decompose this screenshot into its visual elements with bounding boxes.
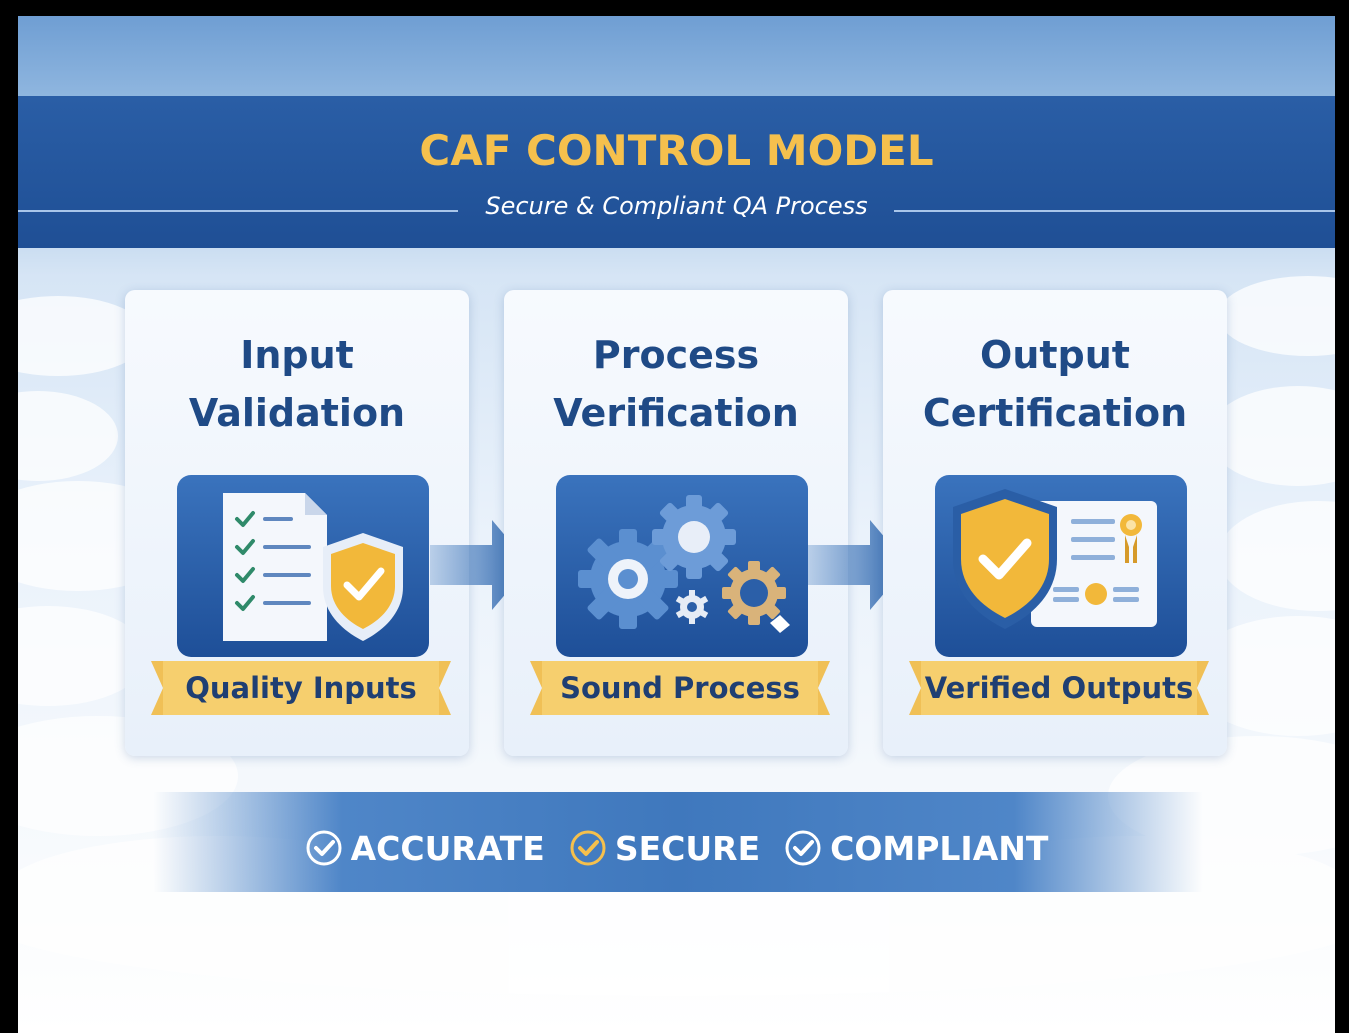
stage-title-line1: Process bbox=[592, 333, 760, 377]
stage-ribbon-label: Quality Inputs bbox=[185, 671, 417, 705]
stage-title: Process Verification bbox=[504, 326, 848, 442]
badge-label: COMPLIANT bbox=[830, 828, 1049, 868]
stage-ribbon-label: Sound Process bbox=[560, 671, 800, 705]
stage-title-line1: Input bbox=[240, 333, 354, 377]
stage-title: Output Certification bbox=[883, 326, 1227, 442]
badge-label: ACCURATE bbox=[350, 828, 545, 868]
stage-ribbon-label: Verified Outputs bbox=[924, 671, 1194, 705]
subtitle-divider-right bbox=[894, 210, 1335, 212]
shield-certificate-icon bbox=[935, 475, 1187, 657]
check-circle-icon bbox=[785, 830, 821, 866]
badge-compliant: COMPLIANT bbox=[784, 829, 1048, 868]
subtitle-divider-left bbox=[18, 210, 458, 212]
subtitle-row: Secure & Compliant QA Process bbox=[18, 192, 1335, 228]
stage-title-line2: Verification bbox=[553, 391, 799, 435]
stage-title-line1: Output bbox=[980, 333, 1130, 377]
badge-secure: SECURE bbox=[569, 829, 760, 868]
stage-card-output-certification: Output Certification bbox=[883, 290, 1227, 756]
stage-ribbon: Verified Outputs bbox=[909, 655, 1209, 721]
badge-row: ACCURATE SECURE COMPLIANT bbox=[18, 828, 1335, 868]
stage-card-input-validation: Input Validation bbox=[125, 290, 469, 756]
page-title: CAF CONTROL MODEL bbox=[419, 126, 934, 175]
check-circle-icon bbox=[570, 830, 606, 866]
stage-card-process-verification: Process Verification bbox=[504, 290, 848, 756]
stage-ribbon: Quality Inputs bbox=[151, 655, 451, 721]
stage-title-line2: Certification bbox=[922, 391, 1188, 435]
badge-label: SECURE bbox=[614, 828, 761, 868]
stage-title-line2: Validation bbox=[188, 391, 406, 435]
badge-accurate: ACCURATE bbox=[305, 829, 545, 868]
page-subtitle: Secure & Compliant QA Process bbox=[485, 192, 868, 220]
check-circle-icon bbox=[306, 830, 342, 866]
footer-banner bbox=[153, 792, 1203, 892]
header-banner: CAF CONTROL MODEL Secure & Compliant QA … bbox=[18, 96, 1335, 248]
stage-ribbon: Sound Process bbox=[530, 655, 830, 721]
diagram-canvas: CAF CONTROL MODEL Secure & Compliant QA … bbox=[18, 16, 1335, 1033]
stage-title: Input Validation bbox=[125, 326, 469, 442]
gears-icon bbox=[556, 475, 808, 657]
checklist-document-shield-icon bbox=[177, 475, 429, 657]
